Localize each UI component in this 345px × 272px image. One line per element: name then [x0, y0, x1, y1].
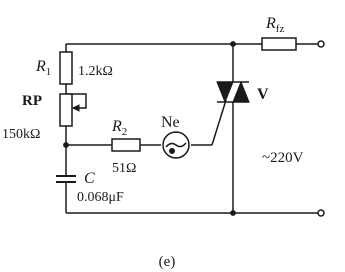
rp-name: RP: [22, 93, 42, 109]
junction-trigger: [63, 142, 69, 148]
rfz-resistor: [261, 37, 297, 51]
r1-name: R1: [35, 58, 51, 78]
r2-name: R2: [111, 118, 127, 138]
supply-label: ~220V: [262, 150, 304, 166]
r1-value: 1.2kΩ: [78, 64, 113, 79]
triac-name: V: [257, 86, 269, 103]
ne-name: Ne: [161, 114, 180, 131]
neon-lamp-icon: [162, 131, 190, 159]
figure-caption: (e): [159, 254, 176, 270]
junction-dots: [63, 41, 236, 216]
r2-resistor: [111, 138, 141, 152]
r2-value: 51Ω: [112, 161, 136, 176]
rp-value: 150kΩ: [2, 127, 40, 142]
junction-top: [230, 41, 236, 47]
rfz-name: Rfz: [265, 15, 284, 35]
c-name: C: [84, 170, 95, 187]
rp-wiper-arrow-icon: [71, 104, 80, 112]
terminal-bottom-icon: [317, 209, 325, 217]
terminal-top-icon: [317, 40, 325, 48]
wires: [65, 43, 318, 214]
rp-potentiometer: [59, 93, 73, 127]
triac-icon: [216, 80, 250, 104]
capacitor-icon: [56, 175, 76, 183]
c-value: 0.068μF: [77, 190, 124, 205]
junction-bottom: [230, 210, 236, 216]
r1-resistor: [59, 51, 73, 85]
gate-wire: [211, 99, 227, 146]
